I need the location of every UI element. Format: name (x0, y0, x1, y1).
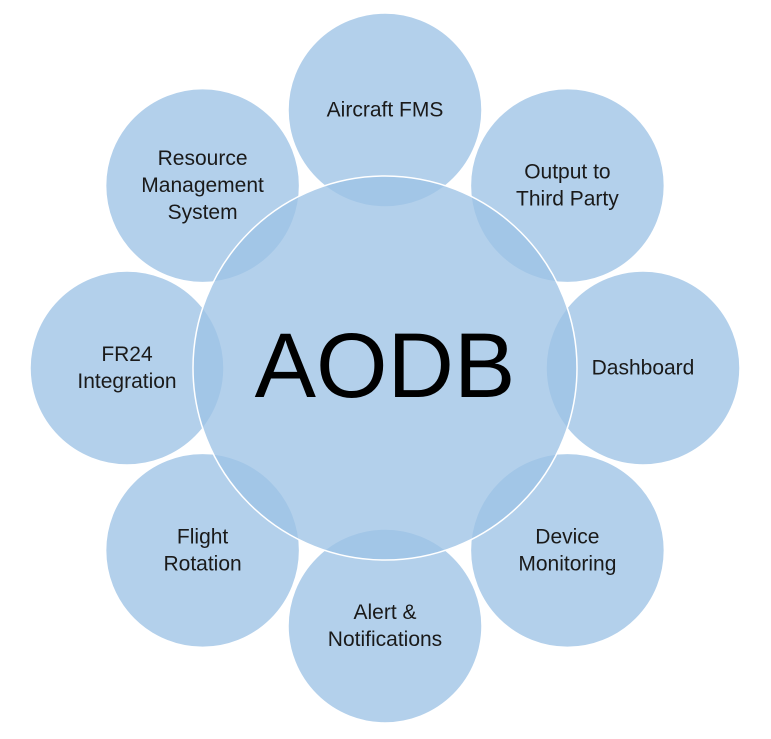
device-monitoring-label-line: Monitoring (518, 552, 616, 575)
fr24-integration-label-line: FR24 (101, 343, 153, 366)
fr24-integration-label-line: Integration (77, 370, 176, 393)
center-node (192, 175, 578, 561)
resource-management-system-label-line: Management (141, 174, 264, 197)
output-to-third-party-label-line: Third Party (516, 188, 619, 211)
node-labels: Aircraft FMS Output to Third PartyDashboar… (77, 99, 694, 652)
alert-notifications-label-line: Notifications (328, 628, 442, 651)
alert-notifications-label: Alert & Notifications (328, 601, 442, 651)
output-to-third-party-label-line: Output to (524, 161, 610, 184)
resource-management-system-label-line: Resource (158, 147, 248, 170)
device-monitoring-label-line: Device (535, 525, 599, 548)
center-circle (192, 175, 578, 561)
flight-rotation-label-line: Flight (177, 525, 229, 548)
aircraft-fms-label-line: Aircraft FMS (327, 99, 444, 122)
flight-rotation-label-line: Rotation (163, 552, 241, 575)
aircraft-fms-label: Aircraft FMS (327, 99, 444, 122)
center-label: AODB (255, 315, 516, 417)
dashboard-label-line: Dashboard (592, 357, 695, 380)
satellite-circles (29, 12, 741, 724)
alert-notifications-label-line: Alert & (353, 601, 416, 624)
resource-management-system-label-line: System (168, 201, 238, 224)
output-to-third-party-label: Output to Third Party (516, 161, 619, 211)
dashboard-label: Dashboard (592, 357, 695, 380)
